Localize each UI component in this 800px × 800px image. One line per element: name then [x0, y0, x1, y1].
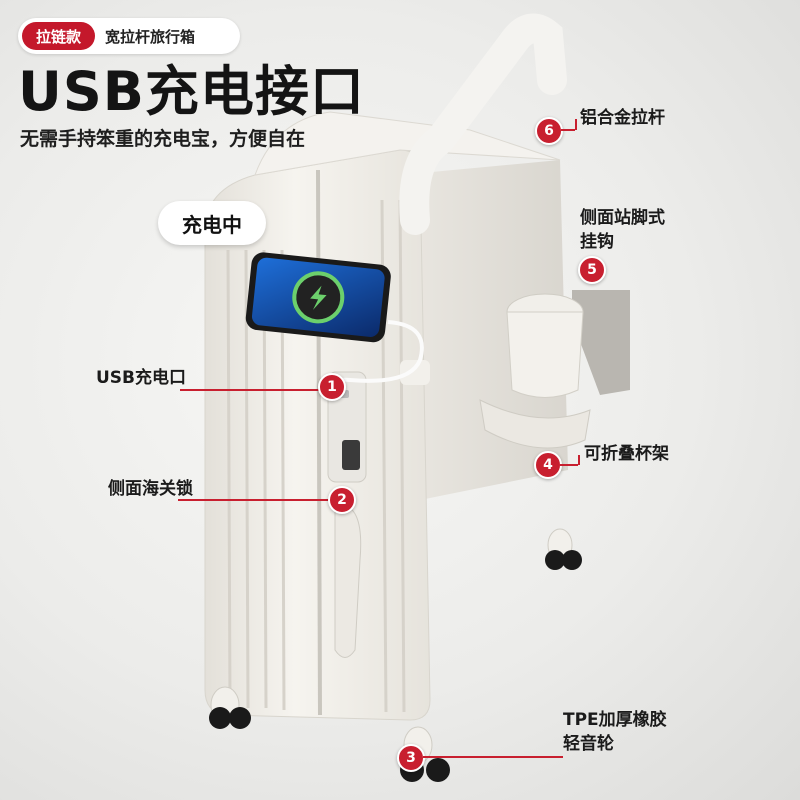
combination-lock — [342, 440, 360, 470]
handle-grip — [399, 13, 567, 235]
suitcase-top — [254, 111, 561, 176]
charging-label: 充电中 — [158, 201, 266, 245]
callout-lock-number: 2 — [328, 486, 356, 514]
phone — [245, 252, 391, 343]
callout-wheel-line — [423, 756, 563, 758]
callout-cup-label: 可折叠杯架 — [584, 444, 669, 464]
zipper — [316, 169, 322, 716]
callout-usb-label: USB充电口 — [96, 368, 187, 388]
callout-wheel-label: TPE加厚橡胶 轻音轮 — [563, 710, 667, 754]
suitcase-side-panel — [400, 160, 568, 500]
callout-usb-number: 1 — [318, 373, 346, 401]
callout-cup-line-v — [578, 455, 580, 465]
callout-cup-line — [560, 464, 578, 466]
badge-tag: 拉链款 — [22, 22, 96, 50]
callout-cup-number: 4 — [534, 451, 562, 479]
side-hook — [572, 290, 630, 395]
badge-label: 宽拉杆旅行箱 — [105, 27, 196, 46]
callout-handle-number: 6 — [535, 117, 563, 145]
cup-holder — [479, 399, 591, 449]
callout-handle-line-v — [575, 119, 577, 130]
callout-usb-line — [180, 389, 320, 391]
callout-wheel-number: 3 — [397, 744, 425, 772]
callout-hook-number: 5 — [578, 256, 606, 284]
callout-handle-line — [561, 129, 575, 131]
callout-handle-label: 铝合金拉杆 — [580, 108, 665, 128]
cup — [506, 311, 584, 398]
headline: USB充电接口 — [18, 60, 365, 123]
callout-lock-line — [178, 499, 330, 501]
callout-lock-label: 侧面海关锁 — [108, 479, 193, 499]
product-badge: 拉链款 宽拉杆旅行箱 — [18, 18, 240, 54]
callout-hook-label: 侧面站脚式 挂钩 — [580, 208, 665, 252]
handle-base — [400, 360, 430, 385]
subline: 无需手持笨重的充电宝，方便自在 — [20, 128, 306, 150]
